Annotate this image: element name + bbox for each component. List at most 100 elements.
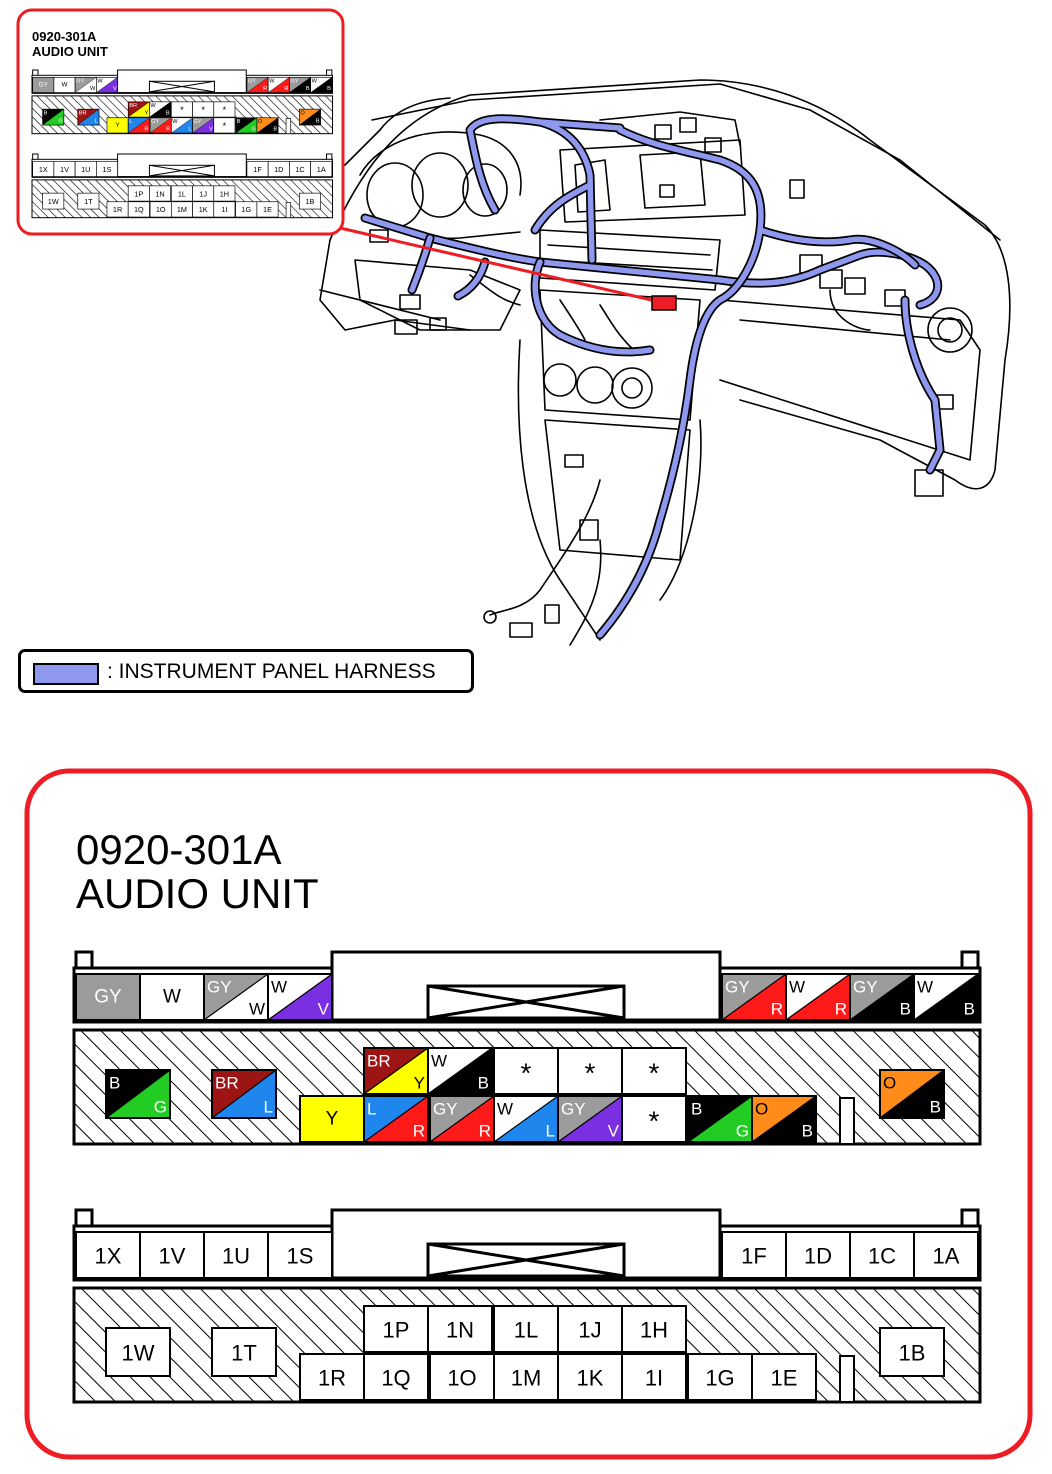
wire-divider [77, 108, 100, 126]
wire-pin-border [751, 1095, 817, 1143]
wire-color-label: BR [129, 103, 137, 109]
wire-pin-border [105, 1069, 171, 1119]
wire-divider [246, 77, 269, 93]
terminal-label: 1V [159, 1244, 186, 1269]
terminal-label: 1H [220, 189, 229, 198]
terminal-label: 1L [514, 1318, 538, 1343]
wire-pin-border [267, 973, 333, 1021]
terminal-pin [913, 1231, 979, 1279]
wire-divider [42, 108, 64, 126]
wire-stripe-label: Y [414, 1074, 425, 1093]
terminal-label: 1S [103, 165, 112, 174]
wire-color-label: GY [76, 79, 84, 85]
wire-divider [192, 117, 214, 134]
terminal-label: 1G [241, 205, 251, 214]
terminal-label: 1A [317, 165, 326, 174]
wire-stripe-label: R [263, 86, 267, 92]
wire-divider [128, 101, 150, 118]
terminal-label: 1J [199, 189, 207, 198]
wire-color-label: O [258, 119, 263, 125]
terminal-pin [310, 160, 333, 177]
terminal-label: 1K [199, 205, 208, 214]
terminal-pin [105, 1327, 171, 1377]
wire-stripe-label: L [264, 1098, 273, 1117]
terminal-pin [427, 1305, 493, 1353]
wire-stripe-label: B [478, 1074, 489, 1093]
terminal-label: 1T [231, 1341, 257, 1366]
wire-color-label: * [649, 1058, 660, 1089]
wire-stripe-label: V [608, 1122, 620, 1141]
instrument-panel-harness [360, 114, 945, 640]
wire-divider [211, 1069, 277, 1119]
terminal-label: 1M [177, 205, 187, 214]
terminal-pin [96, 160, 118, 177]
wire-divider [96, 77, 118, 93]
terminal-pin [493, 1353, 559, 1401]
wire-pin [557, 1047, 623, 1095]
wire-stripe-label: L [546, 1122, 555, 1141]
terminal-pin [621, 1305, 687, 1353]
wire-pin [75, 973, 141, 1021]
wire-color-label: GY [561, 1100, 586, 1119]
audio-unit-locator [339, 226, 677, 311]
terminal-pin [687, 1353, 753, 1401]
wire-color-label: * [649, 1106, 660, 1137]
terminal-label: 1M [511, 1366, 542, 1391]
wire-color-label: * [201, 105, 205, 115]
wire-pin-border [913, 973, 979, 1021]
wire-color-label: GY [433, 1100, 458, 1119]
small-connector-name: AUDIO UNIT [32, 44, 108, 59]
terminal-pin [77, 192, 100, 210]
terminal-pin [203, 1231, 269, 1279]
wire-color-label: W [789, 978, 805, 997]
wire-divider [879, 1069, 945, 1119]
wire-stripe-label: W [90, 86, 96, 92]
wire-color-label: BR [367, 1052, 391, 1071]
terminal-label: 1G [705, 1366, 734, 1391]
terminal-label: 1T [84, 197, 93, 206]
terminal-pin [621, 1353, 687, 1401]
wire-color-label: GY [853, 978, 878, 997]
wire-pin-border [211, 1069, 277, 1119]
wire-pin [139, 973, 205, 1021]
terminal-label: 1V [60, 165, 69, 174]
legend-label: : INSTRUMENT PANEL HARNESS [107, 660, 436, 683]
wire-stripe-label: R [479, 1122, 491, 1141]
terminal-pin [879, 1327, 945, 1377]
terminal-pin [211, 1327, 277, 1377]
wire-stripe-label: W [249, 1000, 265, 1019]
wire-color-label: W [62, 81, 68, 88]
wire-divider [268, 77, 290, 93]
terminal-label: 1H [640, 1318, 668, 1343]
connector-name: AUDIO UNIT [76, 870, 319, 917]
wire-divider [913, 973, 979, 1021]
terminal-label: 1I [645, 1366, 663, 1391]
wire-pin-border [127, 117, 150, 134]
terminal-pin [557, 1353, 623, 1401]
small-connector-code: 0920-301A [32, 29, 97, 44]
wire-divider [299, 108, 321, 126]
wire-color-label: BR [215, 1074, 239, 1093]
wire-color-label: L [129, 119, 132, 125]
wire-divider [849, 973, 915, 1021]
wire-color-label: L [367, 1100, 376, 1119]
wire-color-label: GY [194, 119, 202, 125]
wire-divider [557, 1095, 623, 1143]
wire-color-label: O [300, 110, 305, 116]
wire-color-label: GY [290, 79, 298, 85]
wire-stripe-label: B [166, 110, 170, 116]
wire-pin-border [310, 76, 333, 93]
terminal-pin [849, 1231, 915, 1279]
wire-stripe-label: B [964, 1000, 975, 1019]
wire-pin [299, 1095, 365, 1143]
wire-divider [149, 101, 171, 118]
terminal-pin [149, 185, 171, 202]
terminal-pin [721, 1231, 787, 1279]
terminal-pin [267, 1231, 333, 1279]
terminal-label: 1O [156, 205, 166, 214]
terminal-label: 1B [306, 197, 315, 206]
keyway-slot [839, 1097, 855, 1145]
terminal-label: 1R [113, 205, 122, 214]
wire-color-label: B [44, 110, 48, 116]
